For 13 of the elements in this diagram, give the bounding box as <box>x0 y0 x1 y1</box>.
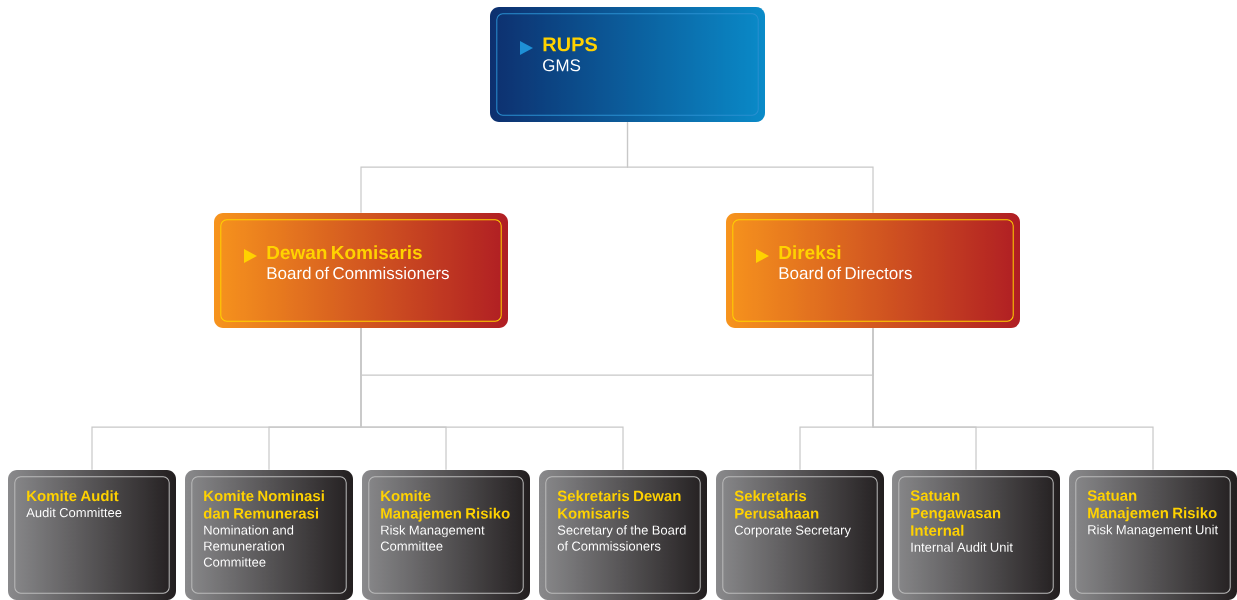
org-box: Komite Nominasi dan Remunerasi Nomination and Remuneration Committee <box>191 476 347 594</box>
org-box: Satuan Pengawasan Internal Internal Audit Unit <box>898 476 1054 594</box>
org-box: Satuan Manajemen Risiko Risk Management Unit <box>1075 476 1231 594</box>
org-box: Komite Manajemen Risiko Risk Management Committee <box>368 476 524 594</box>
connector-line <box>360 327 624 471</box>
org-box: Komite Audit Audit Committee <box>14 476 170 594</box>
connector-line <box>872 327 1154 471</box>
org-box: Direksi Board of Directors <box>732 219 1014 322</box>
org-box: Dewan Komisaris Board of Commissioners <box>220 219 502 322</box>
org-box: RUPS GMS <box>496 13 759 116</box>
org-box: Sekretaris Perusahaan Corporate Secretary <box>722 476 878 594</box>
org-box: Sekretaris Dewan Komisaris Secretary of the Board of Commissioners <box>545 476 701 594</box>
connector-line <box>626 121 874 214</box>
